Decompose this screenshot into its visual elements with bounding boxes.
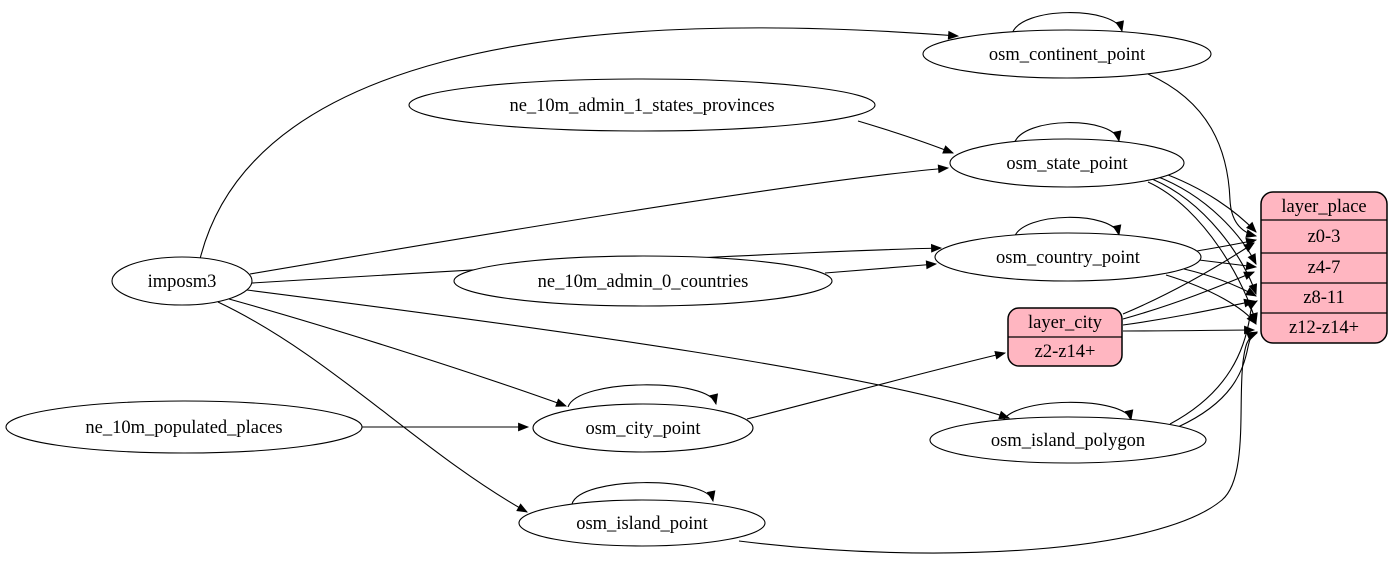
edge-imposm3-to-osm_island_point — [217, 301, 528, 513]
record-layer_place-title: layer_place — [1281, 197, 1366, 217]
node-ne_10m_admin_0_countries-label: ne_10m_admin_0_countries — [538, 272, 749, 292]
node-ne_10m_admin_0_countries: ne_10m_admin_0_countries — [453, 255, 833, 307]
node-osm_island_polygon-shape — [929, 416, 1207, 464]
edge-osm_island_point-to-layer_place-z12-z14 — [738, 332, 1259, 554]
node-osm_continent_point-shape — [922, 29, 1212, 79]
node-imposm3-shape — [111, 256, 253, 306]
node-osm_island_point-shape — [518, 499, 766, 547]
node-ne_10m_populated_places-label: ne_10m_populated_places — [85, 418, 282, 438]
edge-osm_city_point-to-layer_city-z2-z14 — [746, 350, 1007, 420]
edge-layer_city-to-layer_place-z8-11 — [1122, 298, 1256, 326]
node-osm_country_point-label: osm_country_point — [996, 248, 1141, 268]
node-ne_10m_populated_places: ne_10m_populated_places — [5, 400, 363, 454]
node-imposm3: imposm3 — [111, 256, 253, 306]
record-layer_place: layer_place z0-3 z4-7 z8-11 z12-z14+ — [1260, 191, 1388, 344]
edge-osm_country_point-to-layer_place-z4-7 — [1198, 259, 1258, 271]
edge-imposm3-to-osm_island_polygon — [246, 289, 1011, 420]
node-osm_state_point-shape — [949, 138, 1185, 188]
edge-layer_city-to-layer_place-z4-7 — [1122, 271, 1256, 320]
edge-osm_country_point-to-layer_place-z8-11 — [1183, 268, 1257, 297]
node-osm_island_point-label: osm_island_point — [576, 514, 708, 534]
node-osm_city_point: osm_city_point — [532, 403, 754, 453]
edge-osm_country_point-to-layer_place-z12-z14 — [1165, 274, 1257, 325]
edge-osm_state_point-to-layer_place-z0-3 — [1159, 171, 1257, 233]
edge-ne_10m_admin_1_states_provinces-to-osm_state_point — [857, 120, 955, 154]
edge-osm_country_point-to-layer_place-z0-3 — [1196, 237, 1258, 252]
node-ne_10m_admin_1_states_provinces: ne_10m_admin_1_states_provinces — [408, 78, 876, 132]
edge-group — [199, 12, 1259, 554]
node-osm_continent_point-label: osm_continent_point — [989, 45, 1146, 65]
edge-osm_continent_point-to-layer_place-z0-3 — [1147, 73, 1258, 238]
edge-osm_island_polygon-to-layer_place-z12-z14 — [1177, 331, 1258, 428]
node-osm_city_point-shape — [532, 403, 754, 453]
node-osm_country_point-shape — [934, 232, 1202, 282]
record-layer_city-row-z2-z14: z2-z14+ — [1035, 342, 1096, 362]
edge-imposm3-to-osm_state_point — [249, 164, 950, 275]
edge-osm_island_polygon-to-layer_place-z8-11 — [1169, 300, 1258, 425]
edge-imposm3-to-osm_city_point — [228, 298, 568, 407]
record-layer_place-row-z8-11: z8-11 — [1303, 288, 1344, 308]
selfloop-osm_state_point — [1013, 122, 1122, 145]
node-osm_island_polygon-label: osm_island_polygon — [991, 431, 1145, 451]
record-layer_place-row-z0-3: z0-3 — [1308, 227, 1341, 247]
node-osm_island_polygon: osm_island_polygon — [929, 416, 1207, 464]
edge-ne_10m_admin_0_countries-to-osm_country_point — [824, 260, 938, 274]
selfloop-osm_island_point — [571, 482, 716, 505]
record-layer_city: layer_city z2-z14+ — [1007, 307, 1123, 367]
node-ne_10m_populated_places-shape — [5, 400, 363, 454]
edge-layer_city-to-layer_place-z12-z14 — [1122, 325, 1256, 335]
node-osm_country_point: osm_country_point — [934, 232, 1202, 282]
node-ne_10m_admin_1_states_provinces-shape — [408, 78, 876, 132]
edge-layer_city-to-layer_place-z0-3 — [1122, 242, 1255, 315]
selfloop-osm_continent_point — [1011, 12, 1124, 35]
node-osm_state_point: osm_state_point — [949, 138, 1185, 188]
node-imposm3-label: imposm3 — [148, 272, 217, 292]
selfloop-osm_island_polygon — [1001, 401, 1134, 424]
node-osm_island_point: osm_island_point — [518, 499, 766, 547]
node-ne_10m_admin_0_countries-shape — [453, 255, 833, 307]
node-osm_continent_point: osm_continent_point — [922, 29, 1212, 79]
record-layer_place-shape — [1260, 191, 1388, 344]
node-osm_city_point-label: osm_city_point — [585, 419, 701, 439]
node-ne_10m_admin_1_states_provinces-label: ne_10m_admin_1_states_provinces — [509, 96, 774, 116]
edge-osm_state_point-to-layer_place-z4-7 — [1155, 175, 1257, 265]
edge-osm_state_point-to-layer_place-z8-11 — [1151, 178, 1258, 296]
record-layer_place-row-z12-z14: z12-z14+ — [1289, 318, 1359, 338]
selfloop-osm_city_point — [567, 384, 719, 408]
selfloop-osm_country_point — [1013, 216, 1122, 239]
edge-imposm3-to-osm_continent_point — [199, 27, 960, 260]
record-layer_place-row-z4-7: z4-7 — [1308, 258, 1341, 278]
record-layer_city-title: layer_city — [1028, 313, 1103, 333]
node-osm_state_point-label: osm_state_point — [1006, 154, 1128, 174]
